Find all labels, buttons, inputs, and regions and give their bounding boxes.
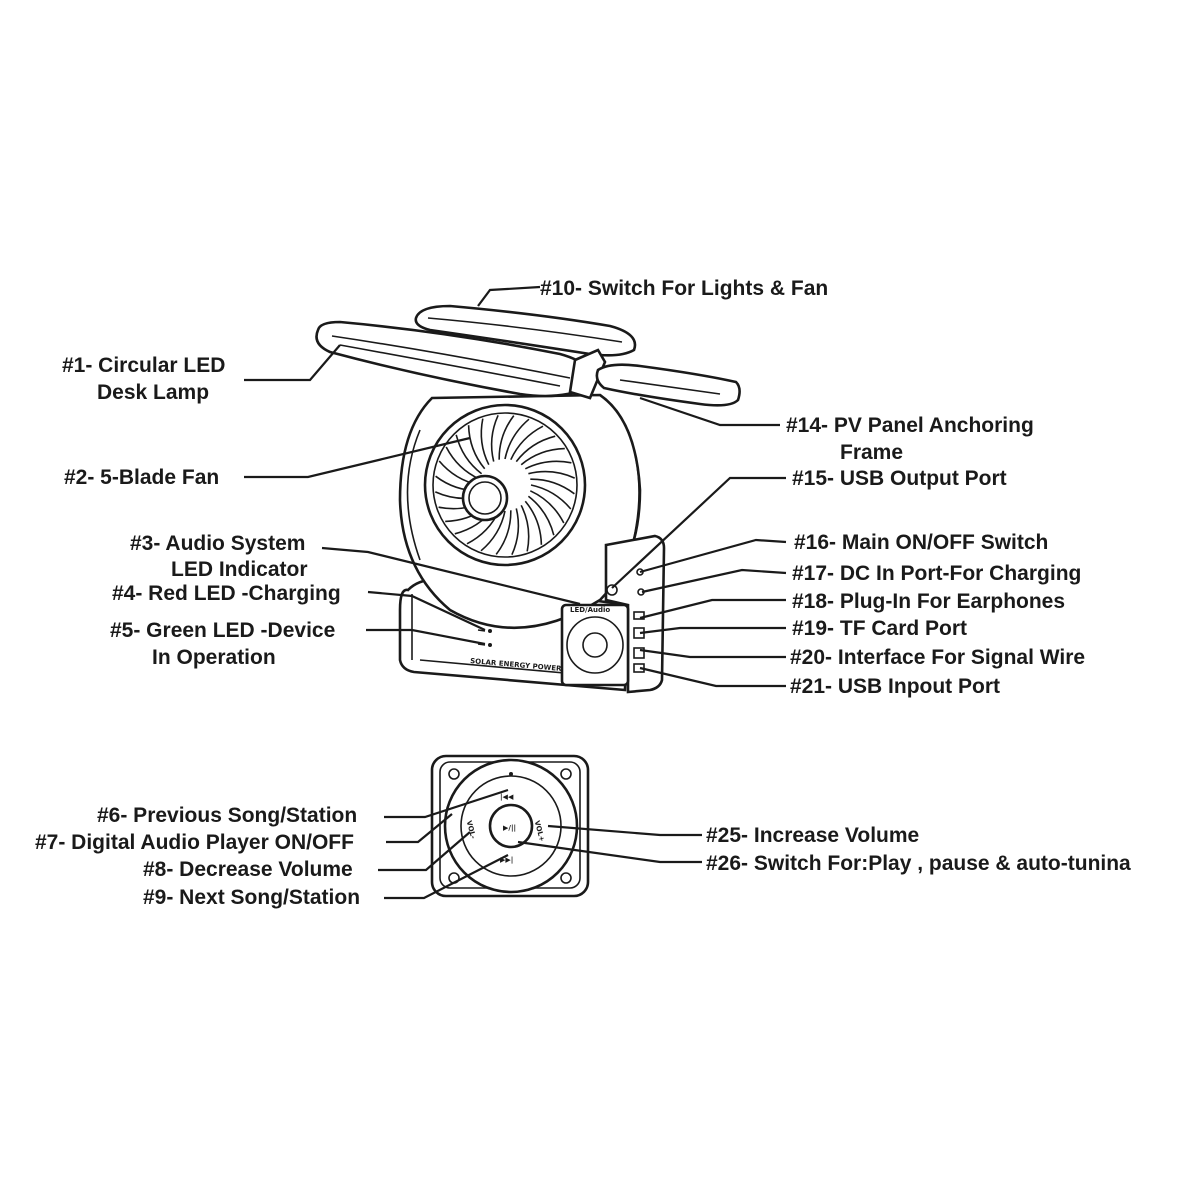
callout-18: #18- Plug-In For Earphones — [792, 590, 1065, 613]
next-key[interactable]: ▶▶| — [500, 856, 513, 865]
leader-7 — [386, 813, 453, 844]
leader-19 — [639, 626, 786, 635]
callout-17: #17- DC In Port-For Charging — [792, 562, 1081, 585]
leader-5 — [366, 628, 486, 646]
callout-labels: #1- Circular LED Desk Lamp #2- 5-Blade F… — [35, 277, 1131, 909]
fan-grille — [423, 403, 587, 567]
leader-lines — [244, 285, 787, 900]
callout-6: #6- Previous Song/Station — [97, 804, 357, 827]
fan-spoke — [530, 484, 572, 510]
fan-spoke — [455, 434, 483, 475]
leader-9 — [384, 854, 509, 900]
leader-8 — [378, 831, 471, 872]
leader-4 — [367, 590, 486, 631]
callout-15: #15- USB Output Port — [792, 467, 1007, 490]
fan-spoke — [504, 418, 530, 460]
leader-15 — [611, 476, 786, 589]
fan-spoke — [498, 415, 515, 460]
play-pause-key[interactable]: ▶/|| — [503, 824, 516, 833]
fan-spoke — [511, 508, 520, 556]
callout-8: #8- Decrease Volume — [143, 858, 353, 881]
fan-spoke — [528, 470, 576, 479]
pv-panel-frame — [595, 363, 741, 407]
handle-switch-plate — [414, 304, 637, 400]
leader-2 — [244, 436, 471, 479]
leader-6 — [384, 788, 509, 819]
callout-1-line2: Desk Lamp — [97, 381, 209, 404]
callout-7: #7- Digital Audio Player ON/OFF — [35, 831, 354, 854]
green-led-dot — [488, 643, 492, 647]
device-illustration: SOLAR ENERGY POWER — [315, 304, 741, 694]
fan-spoke — [520, 504, 530, 552]
callout-4: #4- Red LED -Charging — [112, 582, 341, 605]
leader-1 — [244, 344, 341, 382]
leader-21 — [639, 666, 786, 688]
callout-5-line2: In Operation — [152, 646, 276, 669]
prev-key[interactable]: |◀◀ — [500, 793, 514, 802]
side-panel — [604, 534, 666, 694]
leader-14 — [639, 396, 780, 427]
fan-spoke — [529, 490, 565, 524]
callout-16: #16- Main ON/OFF Switch — [794, 531, 1048, 554]
fan-spoke — [510, 425, 544, 461]
fan-spoke — [527, 495, 555, 536]
callout-21: #21- USB Inpout Port — [790, 675, 1000, 698]
callout-14-line2: Frame — [840, 441, 903, 464]
fan-spoke — [524, 460, 572, 470]
audio-control-pad: ▶/|| |◀◀ ▶▶| VOL- VOL+ — [430, 754, 590, 898]
fan-spoke — [495, 510, 512, 555]
leader-16 — [639, 538, 787, 574]
fan-spoke — [467, 425, 486, 470]
fan-spoke — [530, 478, 575, 495]
device-audio-panel: LED/Audio — [560, 603, 630, 687]
callout-2: #2- 5-Blade Fan — [64, 466, 219, 489]
callout-20: #20- Interface For Signal Wire — [790, 646, 1085, 669]
fan-spoke — [520, 447, 565, 466]
callout-9: #9- Next Song/Station — [143, 886, 360, 909]
callout-3-line1: #3- Audio System — [130, 532, 305, 555]
callout-5-line1: #5- Green LED -Device — [110, 619, 335, 642]
fan-spoke — [480, 418, 490, 466]
leader-26 — [517, 840, 702, 864]
fan-spoke — [480, 510, 506, 552]
callout-1-line1: #1- Circular LED — [62, 354, 225, 377]
red-led-dot — [488, 629, 492, 633]
callout-19: #19- TF Card Port — [792, 617, 967, 640]
leader-10 — [477, 285, 541, 307]
leader-18 — [639, 598, 786, 620]
leader-20 — [639, 648, 786, 659]
callout-10: #10- Switch For Lights & Fan — [540, 277, 828, 300]
fan-spoke — [515, 435, 556, 463]
callout-3-line2: LED Indicator — [171, 558, 308, 581]
audio-panel-caption: LED/Audio — [570, 606, 610, 614]
leader-17 — [641, 568, 787, 594]
callout-14-line1: #14- PV Panel Anchoring — [786, 414, 1034, 437]
leader-25 — [547, 824, 702, 837]
callout-26: #26- Switch For:Play , pause & auto-tuni… — [706, 852, 1131, 875]
fan-spoke — [490, 414, 499, 462]
fan-spoke — [524, 500, 543, 545]
leader-3 — [321, 546, 581, 606]
callout-25: #25- Increase Volume — [706, 824, 919, 847]
